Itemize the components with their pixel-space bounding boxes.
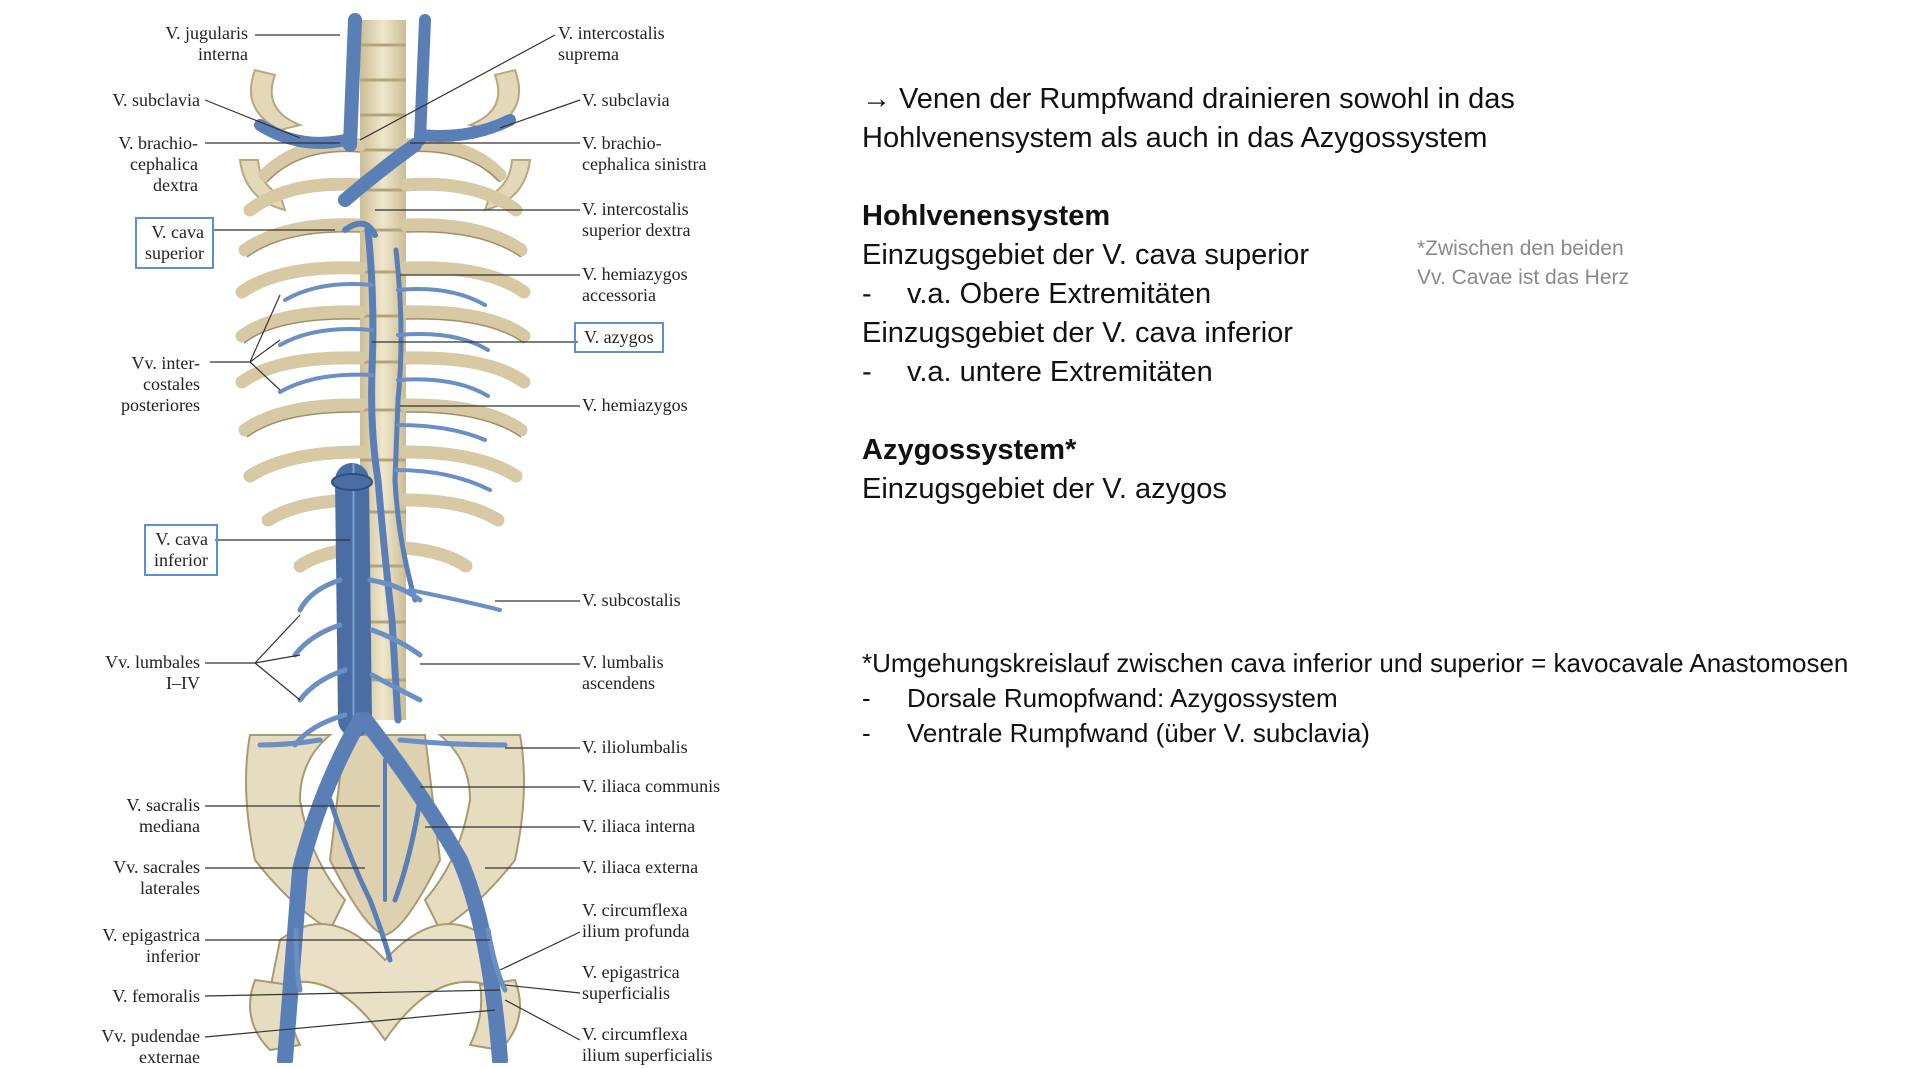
cava-inferior-bullet: - v.a. untere Extremitäten — [862, 353, 1902, 392]
label-circumflexa-ilium-profunda: V. circumflexa ilium profunda — [582, 900, 690, 941]
intro-line-1: → Venen der Rumpfwand drainieren sowohl … — [862, 80, 1902, 119]
intro-text-1: Venen der Rumpfwand drainieren sowohl in… — [891, 83, 1515, 115]
label-iliolumbalis: V. iliolumbalis — [582, 737, 688, 757]
label-jugularis-interna: V. jugularis interna — [165, 23, 248, 64]
label-sacralis-mediana: V. sacralis mediana — [126, 795, 200, 836]
azygos-line: Einzugsgebiet der V. azygos — [862, 473, 1227, 505]
cava-superior-bullet-text: v.a. Obere Extremitäten — [907, 278, 1212, 310]
side-note: *Zwischen den beiden Vv. Cavae ist das H… — [1417, 234, 1629, 292]
label-cava-inferior: V. cava inferior — [144, 524, 218, 576]
slide-main-text: → Venen der Rumpfwand drainieren sowohl … — [862, 80, 1902, 509]
side-note-line-2: Vv. Cavae ist das Herz — [1417, 266, 1630, 289]
cava-superior-bullet: - v.a. Obere Extremitäten — [862, 275, 1902, 314]
right-arrow-icon: → — [862, 83, 891, 115]
label-sacrales-laterales: Vv. sacrales laterales — [113, 857, 200, 898]
anastomosen-bullet-1: - Dorsale Rumopfwand: Azygossystem — [862, 681, 1848, 716]
cava-superior-line: Einzugsgebiet der V. cava superior — [862, 239, 1310, 271]
label-iliaca-externa: V. iliaca externa — [582, 857, 699, 877]
intro-line-2: Hohlvenensystem als auch in das Azygossy… — [862, 122, 1488, 154]
label-brachiocephalica-dextra: V. brachio- cephalica dextra — [118, 133, 198, 195]
bullet-dash: - — [862, 683, 871, 713]
label-lumbalis-ascendens: V. lumbalis ascendens — [582, 652, 664, 693]
veins — [254, 13, 516, 1063]
label-subclavia-left: V. subclavia — [112, 90, 200, 110]
label-epigastrica-superficialis: V. epigastrica superficialis — [582, 962, 680, 1003]
label-brachiocephalica-sinistra: V. brachio- cephalica sinistra — [582, 133, 707, 174]
label-intercostales-posteriores: Vv. inter- costales posteriores — [121, 353, 200, 415]
label-iliaca-interna: V. iliaca interna — [582, 816, 696, 836]
heading-hohlvenensystem: Hohlvenensystem — [862, 200, 1111, 232]
anatomy-illustration — [204, 13, 581, 1063]
anastomosen-bullet-2-text: Ventrale Rumpfwand (über V. subclavia) — [907, 718, 1370, 748]
spacer — [862, 392, 1902, 431]
label-lumbales: Vv. lumbales I–IV — [105, 652, 200, 693]
cava-inferior-line: Einzugsgebiet der V. cava inferior — [862, 317, 1293, 349]
anastomosen-block: *Umgehungskreislauf zwischen cava inferi… — [862, 646, 1848, 751]
bullet-dash: - — [862, 278, 872, 310]
spacer — [862, 158, 1902, 197]
anastomosen-line: *Umgehungskreislauf zwischen cava inferi… — [862, 648, 1849, 678]
label-cava-superior: V. cava superior — [135, 217, 214, 269]
label-circumflexa-ilium-superficialis: V. circumflexa ilium superficialis — [582, 1024, 713, 1065]
ribs — [235, 137, 531, 573]
label-azygos: V. azygos — [574, 322, 664, 353]
venous-system-figure: V. jugularis interna V. subclavia V. bra… — [0, 0, 760, 1067]
anastomosen-bullet-1-text: Dorsale Rumopfwand: Azygossystem — [907, 683, 1338, 713]
label-iliaca-communis: V. iliaca communis — [582, 776, 721, 796]
side-note-line-1: *Zwischen den beiden — [1417, 237, 1624, 260]
cava-inferior-bullet-text: v.a. untere Extremitäten — [907, 356, 1213, 388]
label-subcostalis: V. subcostalis — [582, 590, 681, 610]
anastomosen-bullet-2: - Ventrale Rumpfwand (über V. subclavia) — [862, 716, 1848, 751]
label-intercostalis-suprema: V. intercostalis suprema — [558, 23, 665, 64]
leader-lines — [204, 34, 581, 1041]
label-femoralis: V. femoralis — [112, 986, 200, 1006]
label-epigastrica-inferior: V. epigastrica inferior — [102, 925, 200, 966]
label-hemiazygos: V. hemiazygos — [582, 395, 688, 415]
label-intercostalis-superior-dextra: V. intercostalis superior dextra — [582, 199, 691, 240]
heading-azygossystem: Azygossystem* — [862, 434, 1077, 466]
label-pudendae-externae: Vv. pudendae externae — [101, 1026, 200, 1067]
bullet-dash: - — [862, 356, 872, 388]
label-hemiazygos-accessoria: V. hemiazygos accessoria — [582, 264, 688, 305]
bullet-dash: - — [862, 718, 871, 748]
label-subclavia-right: V. subclavia — [582, 90, 670, 110]
